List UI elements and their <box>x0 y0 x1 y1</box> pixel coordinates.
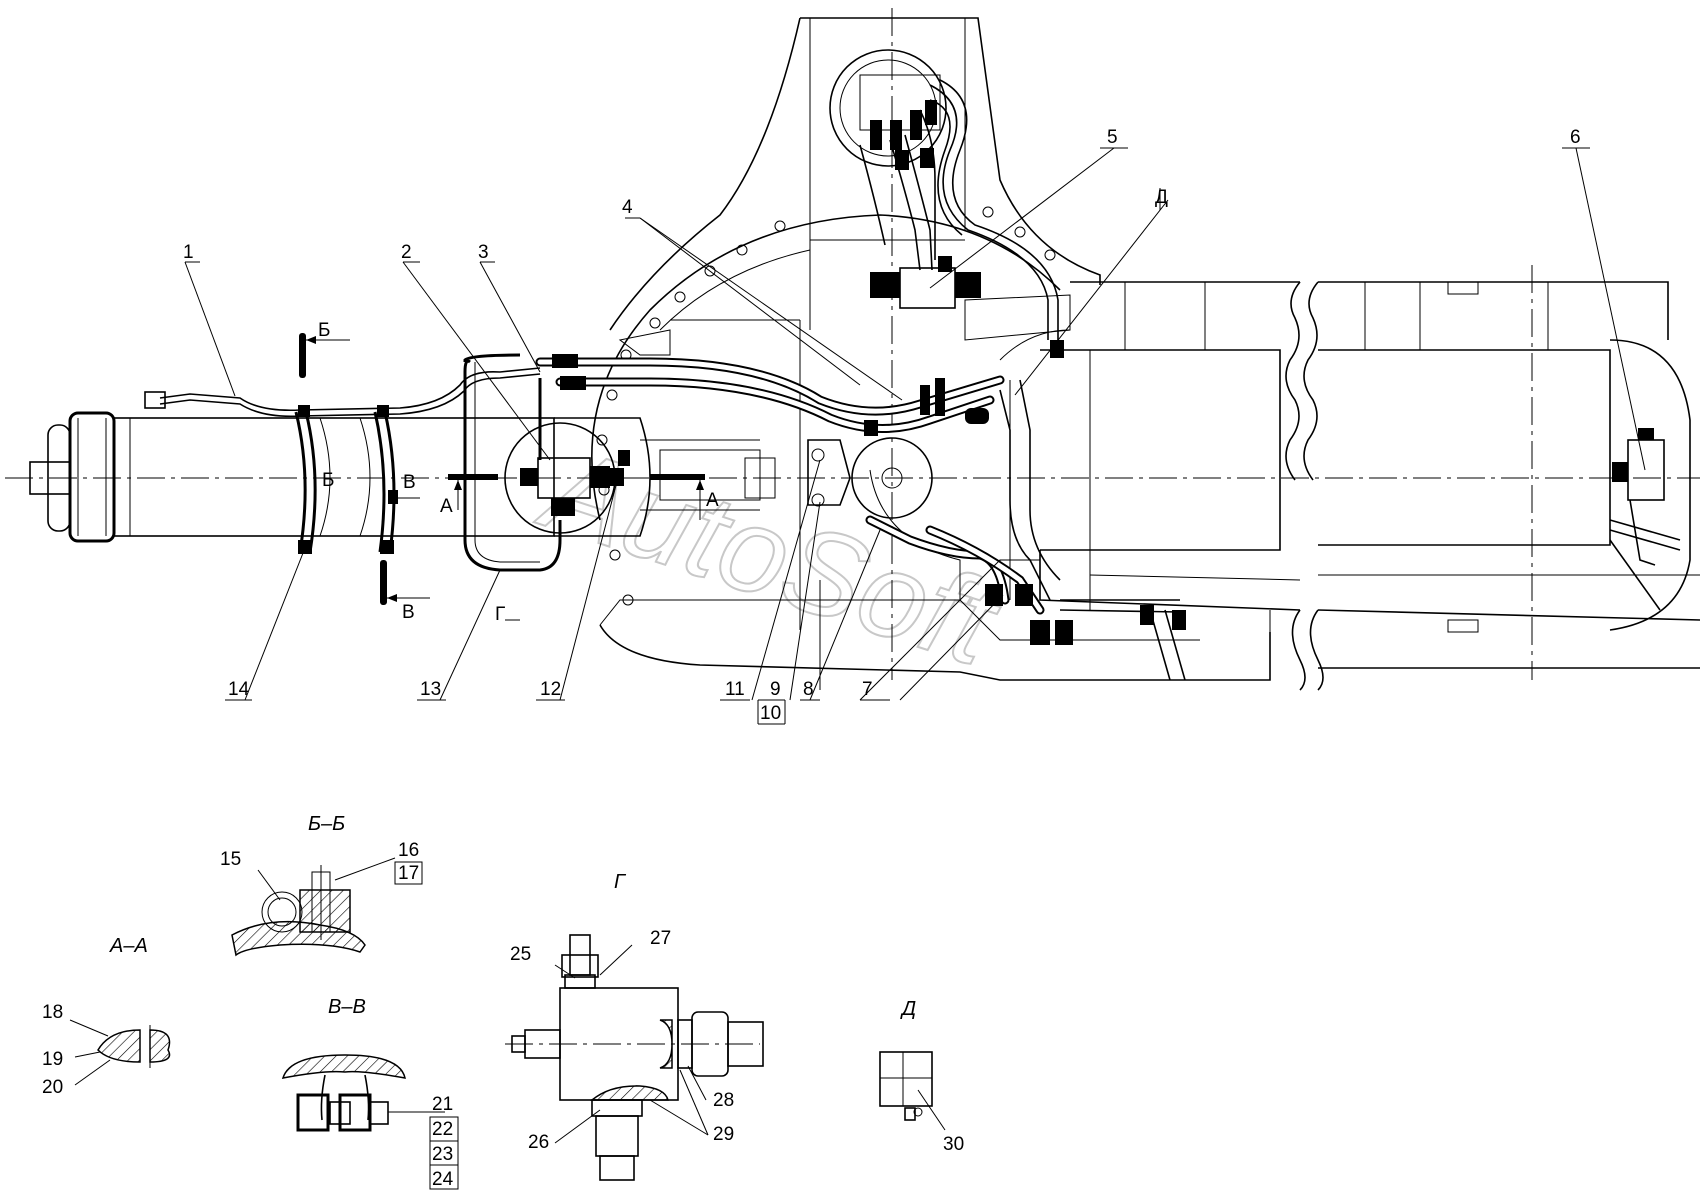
callout-11: 11 <box>725 679 745 700</box>
frame-structure <box>591 17 1700 691</box>
bb-label-17: 17 <box>398 863 419 884</box>
view-vv: В–В 21 22 23 24 <box>281 996 459 1190</box>
g-label-27: 27 <box>650 928 671 949</box>
callout-9: 9 <box>770 679 781 700</box>
view-aa: А–А 18 19 20 <box>42 935 171 1098</box>
vv-label-21: 21 <box>432 1094 453 1115</box>
mark-g: Г <box>495 604 505 625</box>
mark-a-left: А <box>440 496 453 517</box>
mark-v-mid: В <box>403 472 416 493</box>
callout-5: 5 <box>1107 127 1118 148</box>
aa-label-20: 20 <box>42 1077 63 1098</box>
vv-label-22: 22 <box>432 1119 453 1140</box>
view-bb-title: Б–Б <box>308 813 345 835</box>
callout-3: 3 <box>478 242 489 263</box>
aa-label-18: 18 <box>42 1002 63 1023</box>
callout-numbers: 1 2 3 4 5 6 7 8 9 10 11 12 13 14 <box>183 127 1581 725</box>
view-bb: Б–Б 15 16 17 <box>220 813 423 957</box>
vv-label-23: 23 <box>432 1144 453 1165</box>
vv-label-24: 24 <box>432 1169 454 1190</box>
mark-a-right: А <box>706 490 719 511</box>
callout-4: 4 <box>622 197 633 218</box>
callout-leaders <box>184 147 1646 701</box>
g-label-25: 25 <box>510 944 531 965</box>
callout-7: 7 <box>862 679 873 700</box>
distributor-block <box>520 450 630 516</box>
g-label-28: 28 <box>713 1090 734 1111</box>
view-d: Д 30 <box>879 998 964 1155</box>
callout-1: 1 <box>183 242 194 263</box>
view-aa-title: А–А <box>109 935 148 957</box>
view-vv-title: В–В <box>328 996 366 1018</box>
view-g: Г 25 26 27 28 29 <box>505 871 764 1181</box>
hydraulic-lines <box>144 79 1681 681</box>
callout-12: 12 <box>540 679 561 700</box>
aa-label-19: 19 <box>42 1049 63 1070</box>
mark-d: Д <box>1155 187 1168 208</box>
central-pump <box>807 340 1186 645</box>
g-label-26: 26 <box>528 1132 549 1153</box>
view-g-title: Г <box>614 871 627 893</box>
cylinder-clamps <box>294 405 398 554</box>
callout-2: 2 <box>401 242 412 263</box>
view-d-title: Д <box>900 998 916 1020</box>
right-sensor-unit <box>1612 428 1665 566</box>
mark-b-mid: Б <box>322 470 334 491</box>
mark-v-bottom: В <box>402 602 415 623</box>
bb-label-16: 16 <box>398 840 419 861</box>
upper-valve-assembly <box>829 49 981 309</box>
callout-14: 14 <box>228 679 250 700</box>
watermark-text: AutoSoft <box>526 419 1015 692</box>
g-label-29: 29 <box>713 1124 734 1145</box>
callout-6: 6 <box>1570 127 1581 148</box>
mark-b-top: Б <box>318 320 330 341</box>
bb-label-15: 15 <box>220 849 241 870</box>
section-markers: Б Б В В А А Г Д <box>299 187 1168 625</box>
callout-13: 13 <box>420 679 441 700</box>
callout-8: 8 <box>803 679 814 700</box>
d-label-30: 30 <box>943 1134 964 1155</box>
callout-10: 10 <box>760 703 781 724</box>
